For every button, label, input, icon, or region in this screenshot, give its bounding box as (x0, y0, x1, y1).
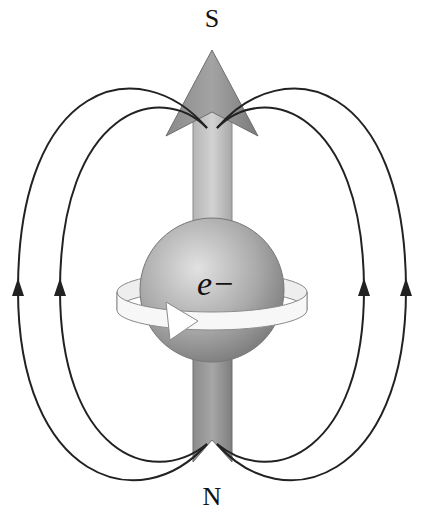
sphere-body (140, 218, 284, 362)
spin-arrow-tail (193, 350, 232, 462)
electron-sphere: e− (110, 218, 314, 362)
field-lines (18, 89, 406, 481)
rotation-arrowhead (166, 302, 198, 340)
spin-arrow-shaft (193, 110, 232, 230)
spin-arrow-head (166, 50, 258, 136)
pole-label: S (205, 6, 219, 32)
particle-symbol: e− (197, 267, 235, 301)
pole-label: N (203, 484, 222, 510)
